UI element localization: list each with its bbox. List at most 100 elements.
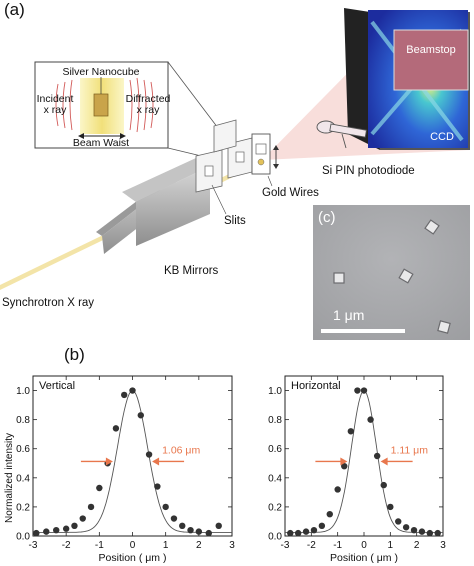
slits-label: Slits [224, 215, 246, 227]
chart2-title: Horizontal [291, 380, 341, 392]
scale-bar-label: 1 μm [333, 307, 365, 323]
chart2-data-point [341, 462, 348, 470]
wires-pointer [267, 175, 273, 187]
chart2-x-tick-label: -1 [333, 540, 342, 551]
chart2-x-tick-label: -2 [307, 540, 316, 551]
chart2-x-tick-label: 3 [440, 540, 446, 551]
photodiode-icon [316, 120, 367, 149]
chart1-data-point [162, 503, 169, 511]
chart1-data-point [62, 525, 70, 532]
waist-arrow-right-head [120, 133, 126, 139]
chart2-x-tick-label: -3 [281, 540, 290, 551]
chart1-x-tick-label: -1 [95, 540, 104, 551]
chart1-data-point [43, 528, 50, 535]
chart2-data-point [354, 387, 361, 394]
chart2-data-point [387, 503, 394, 511]
chart2-fit-line [285, 389, 443, 533]
chart2-fwhm-label: 1.11 μm [391, 444, 429, 456]
slit-plates [195, 119, 253, 193]
chart2-x-tick-label: 2 [414, 540, 420, 551]
chart1-data-point [187, 526, 194, 534]
chart2-fwhm-arrowhead-right [380, 457, 388, 466]
chart2-y-tick-label: 0.8 [268, 415, 282, 426]
chart2-y-tick-label: 1.0 [268, 386, 282, 397]
chart2-data-point [395, 518, 402, 525]
chart2-data-point [310, 526, 318, 534]
chart2-data-point [287, 529, 294, 537]
chart2-x-tick-label: 0 [361, 540, 367, 551]
chart1-fwhm-arrowhead-right [152, 457, 160, 466]
gold-wire-holder [251, 133, 279, 175]
chart1-data-point [154, 483, 161, 490]
chart2-data-point [326, 510, 333, 518]
chart1-title: Vertical [39, 380, 75, 392]
panel-c-label: (c) [318, 209, 336, 226]
inset-waist-label: Beam Waist [73, 137, 129, 149]
chart1-data-point [170, 515, 178, 522]
chart1-x-axis-title: Position ( μm ) [99, 552, 167, 564]
chart2-data-point [318, 522, 326, 530]
chart1-data-point [79, 515, 86, 522]
chart1-x-tick-label: 0 [130, 540, 136, 551]
ccd-label: CCD [430, 131, 454, 143]
chart2-data-point [367, 416, 374, 423]
chart2-data-point [360, 387, 368, 394]
chart2-data-point [302, 528, 310, 535]
chart1-data-point [112, 425, 120, 432]
chart2-y-tick-label: 0.6 [268, 444, 282, 455]
chart1-fwhm-label: 1.06 μm [162, 444, 200, 456]
waist-arrow-left-head [78, 133, 84, 139]
chart1-x-tick-label: -2 [62, 540, 71, 551]
chart2-data-point [373, 452, 381, 460]
chart1-fit-line [33, 389, 232, 533]
chart2-data-point [347, 428, 355, 435]
chart1-y-tick-label: 0.0 [16, 532, 30, 543]
zoom-line-top [167, 61, 219, 129]
inset-title: Silver Nanocube [62, 66, 139, 78]
scale-bar [321, 329, 405, 333]
chart1-fwhm-arrowhead-left [105, 457, 113, 466]
chart2-fwhm-arrowhead-left [340, 457, 348, 466]
chart1-data-point [145, 451, 153, 458]
panel-b-label: (b) [64, 345, 85, 364]
chart2-data-point [434, 529, 441, 537]
chart2-data-point [294, 529, 302, 537]
nanocube-particles [333, 219, 451, 334]
inset-waves [55, 77, 154, 133]
panel-a-label: (a) [4, 0, 25, 19]
chart1-frame [32, 375, 233, 537]
chart1-y-tick-label: 1.0 [16, 386, 30, 397]
ccd-detector [344, 8, 470, 150]
chart1-data-point [215, 522, 222, 530]
chart1-data-point [129, 387, 136, 394]
chart1-data-point [96, 484, 103, 492]
chart2-x-axis-title: Position ( μm ) [330, 552, 398, 564]
sem-image [313, 205, 470, 340]
chart1-data-point [195, 528, 203, 535]
chart1-data-point [53, 526, 60, 534]
chart2-x-tick-label: 1 [388, 540, 394, 551]
chart1-x-tick-label: 1 [163, 540, 169, 551]
chart1-data-point [137, 412, 144, 419]
chart2-data-point [380, 481, 387, 489]
chart2-y-tick-label: 0.4 [268, 473, 282, 484]
chart1-data-point [87, 503, 95, 511]
beamstop-label: Beamstop [406, 44, 456, 56]
chart1-data-point [121, 391, 128, 399]
chart1-x-tick-label: 3 [229, 540, 235, 551]
kb-mirrors [96, 158, 210, 254]
chart1-y-tick-label: 0.4 [16, 473, 30, 484]
chart1-data-point [71, 522, 78, 530]
chart2-data-point [410, 526, 418, 534]
chart2-data-point [426, 529, 434, 537]
slits-pointer [211, 184, 227, 215]
chart2-data-point [418, 528, 426, 535]
chart1-x-tick-label: -3 [29, 540, 38, 551]
photodiode-label: Si PIN photodiode [322, 165, 415, 177]
chart1-y-tick-label: 0.8 [16, 415, 30, 426]
chart2-data-point [334, 486, 341, 493]
